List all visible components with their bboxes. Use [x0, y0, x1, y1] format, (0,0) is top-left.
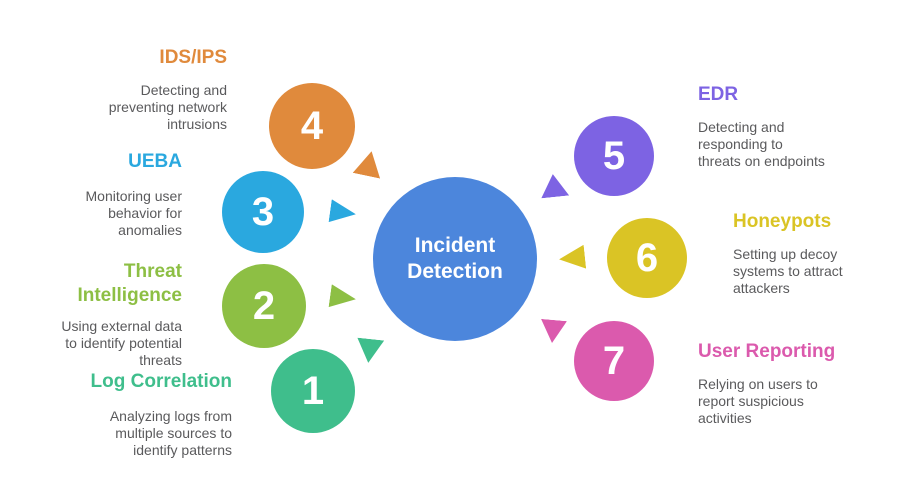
- item-text-1: Log Correlation Analyzing logs from mult…: [91, 370, 232, 459]
- item-circle-7: 7: [574, 321, 654, 401]
- triangle-arrow-7: [539, 319, 567, 344]
- item-text-4: IDS/IPS Detecting and preventing network…: [109, 46, 227, 133]
- item-circle-1: 1: [271, 349, 355, 433]
- triangle-arrow-1: [355, 338, 384, 365]
- triangle-arrow-4: [353, 148, 386, 178]
- item-title-7: User Reporting: [698, 341, 836, 362]
- item-number-3: 3: [251, 190, 275, 234]
- triangle-arrow-2: [329, 284, 358, 310]
- item-number-1: 1: [301, 369, 325, 413]
- item-description-3: Monitoring user behavior for anomalies: [85, 188, 183, 238]
- triangle-arrow-3: [329, 199, 358, 225]
- item-title-6: Honeypots: [733, 211, 832, 232]
- item-title-5: EDR: [698, 84, 739, 105]
- item-number-5: 5: [602, 134, 626, 178]
- item-title-3: UEBA: [128, 151, 182, 172]
- item-circle-6: 6: [607, 218, 687, 298]
- item-circle-5: 5: [574, 116, 654, 196]
- item-title-2: Threat Intelligence: [77, 261, 182, 306]
- item-description-4: Detecting and preventing network intrusi…: [108, 82, 227, 132]
- item-text-7: User Reporting Relying on users to repor…: [698, 340, 835, 427]
- item-text-6: Honeypots Setting up decoy systems to at…: [733, 210, 843, 297]
- item-number-2: 2: [252, 284, 276, 328]
- item-description-6: Setting up decoy systems to attract atta…: [733, 246, 843, 296]
- item-description-1: Analyzing logs from multiple sources to …: [109, 408, 232, 458]
- item-circle-2: 2: [222, 264, 306, 348]
- item-circle-4: 4: [269, 83, 355, 169]
- item-number-7: 7: [602, 339, 626, 383]
- item-number-4: 4: [300, 104, 324, 148]
- item-text-5: EDR Detecting and responding to threats …: [698, 83, 825, 170]
- item-text-3: UEBA Monitoring user behavior for anomal…: [86, 150, 183, 239]
- item-title-1: Log Correlation: [90, 371, 232, 392]
- item-text-2: Threat Intelligence Using external data …: [61, 260, 182, 369]
- center-circle: Incident Detection: [373, 177, 537, 341]
- item-circle-3: 3: [222, 171, 304, 253]
- item-title-4: IDS/IPS: [159, 47, 227, 68]
- item-description-5: Detecting and responding to threats on e…: [698, 119, 825, 169]
- item-description-7: Relying on users to report suspicious ac…: [698, 376, 818, 426]
- triangle-arrow-6: [558, 245, 586, 272]
- center-label: Incident Detection: [407, 234, 503, 283]
- item-description-2: Using external data to identify potentia…: [61, 318, 182, 368]
- triangle-arrow-5: [539, 173, 569, 199]
- item-number-6: 6: [635, 236, 659, 280]
